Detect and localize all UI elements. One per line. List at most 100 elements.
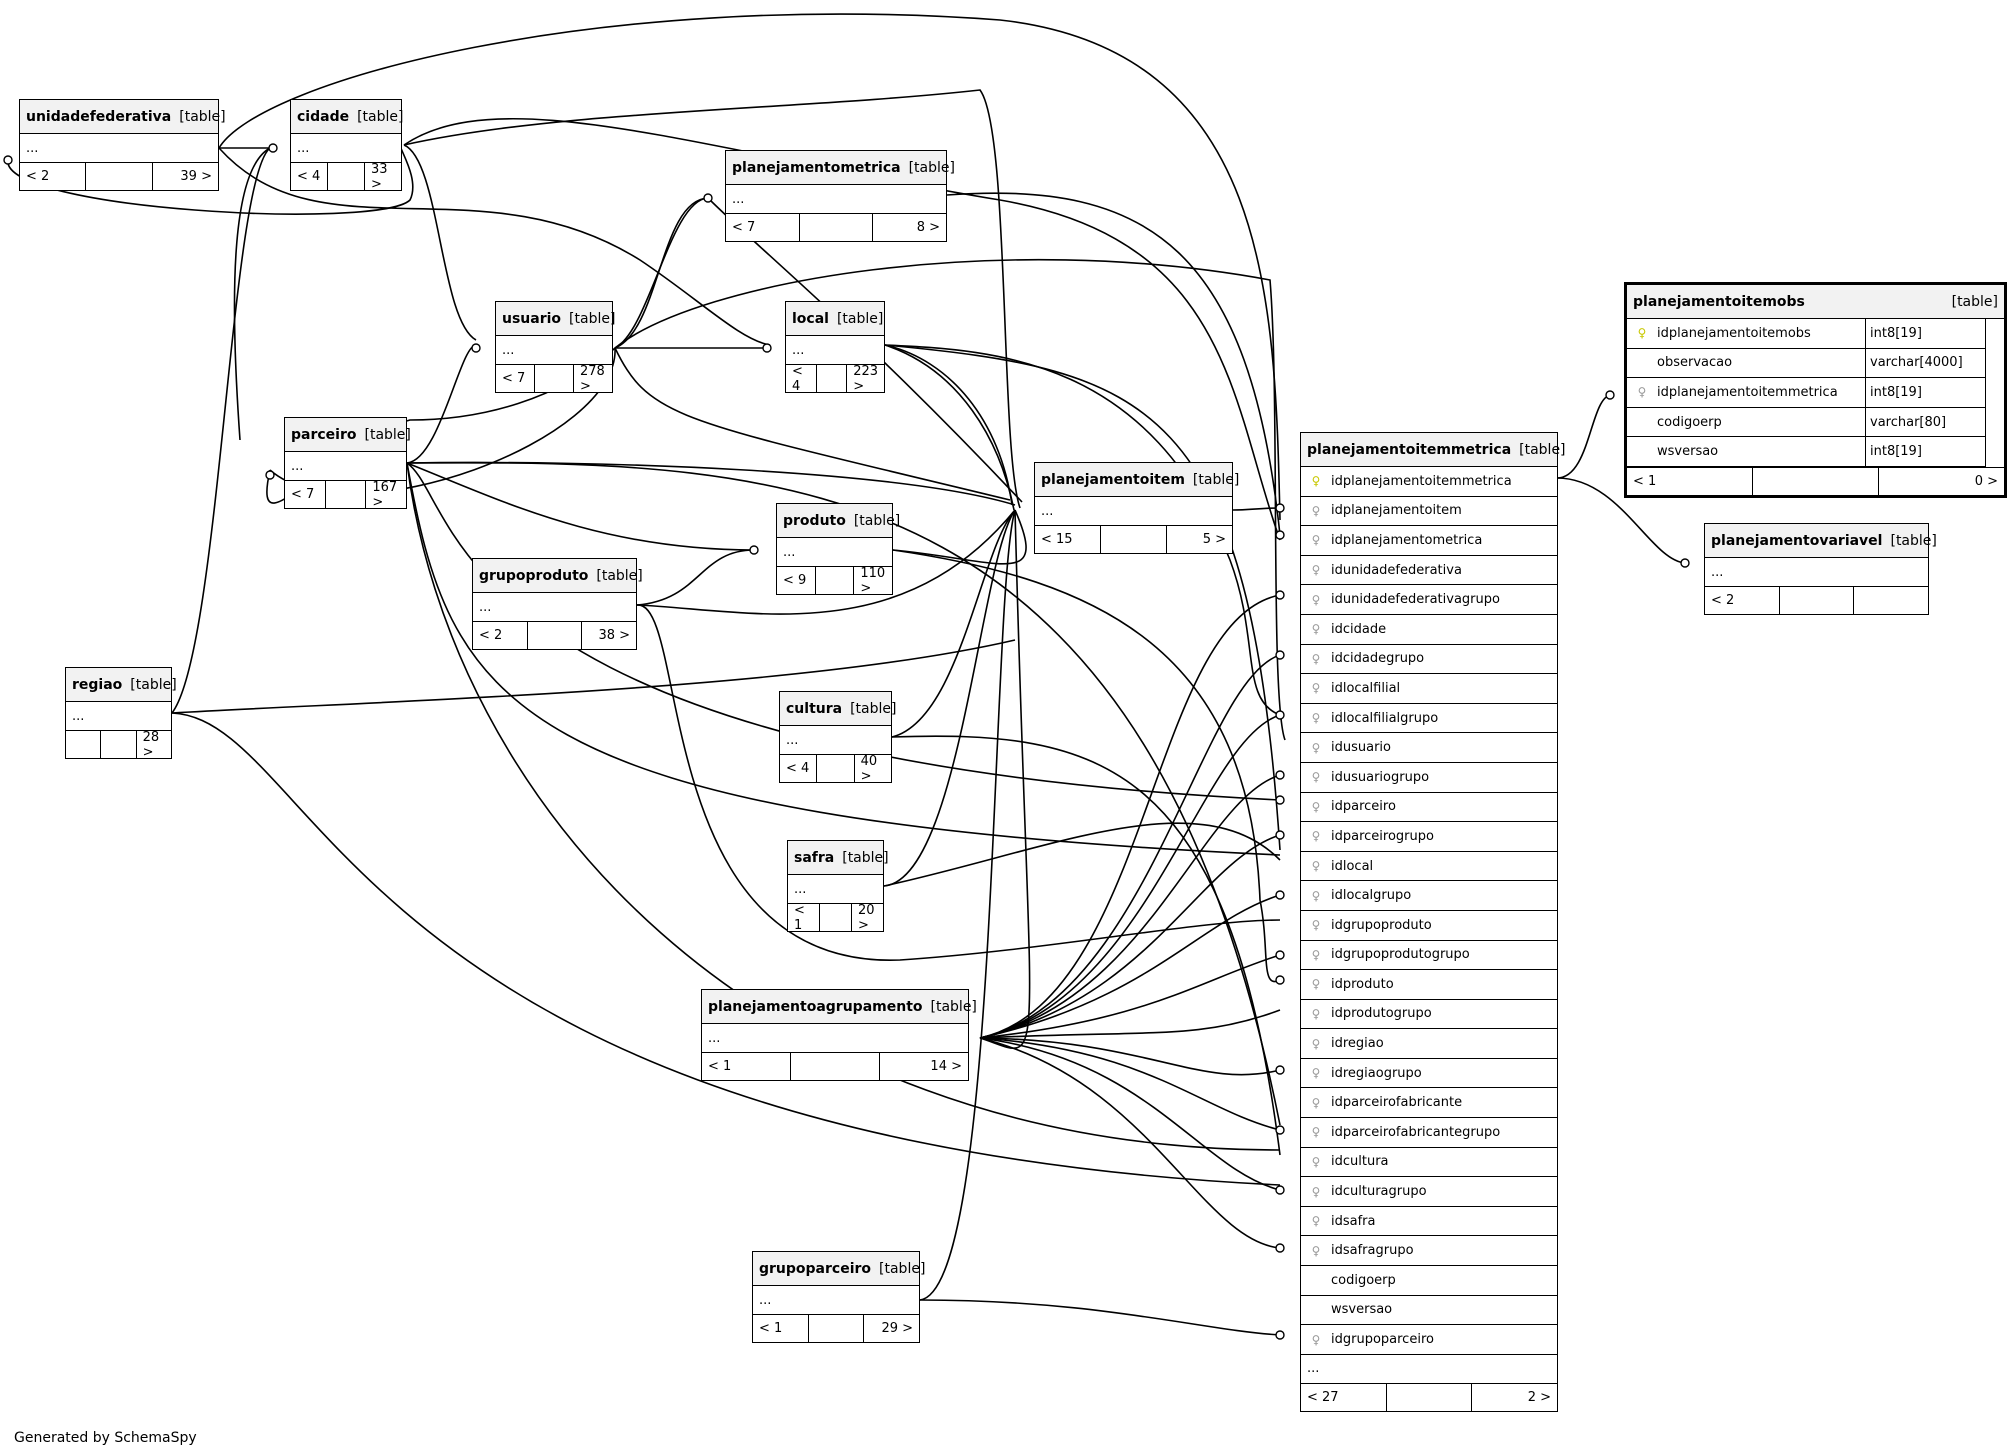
column-row[interactable]: ♀idculturagrupo xyxy=(1301,1177,1557,1207)
column-row[interactable]: ♀idlocalfilial xyxy=(1301,674,1557,704)
children-link[interactable]: 2 > xyxy=(1527,1389,1552,1405)
table-name[interactable]: usuario xyxy=(502,310,562,327)
column-row[interactable]: ♀idcidadegrupo xyxy=(1301,645,1557,675)
parents-link[interactable] xyxy=(66,731,102,758)
table-name[interactable]: unidadefederativa xyxy=(26,108,172,125)
column-row[interactable]: ♀idparceirogrupo xyxy=(1301,822,1557,852)
table-name[interactable]: grupoparceiro xyxy=(759,1260,872,1277)
parents-link[interactable]: < 1 xyxy=(1627,467,1753,495)
column-row[interactable]: ♀idgrupoproduto xyxy=(1301,911,1557,941)
parents-link[interactable]: < 2 xyxy=(473,622,528,649)
column-row[interactable]: ♀idgrupoprodutogrupo xyxy=(1301,941,1557,971)
table-name[interactable]: planejamentoitemmetrica xyxy=(1307,441,1512,458)
children-link[interactable]: 29 > xyxy=(881,1321,914,1336)
parents-link[interactable]: < 1 xyxy=(788,903,820,933)
table-name[interactable]: planejamentoagrupamento xyxy=(708,998,923,1015)
parents-link[interactable]: < 2 xyxy=(1705,587,1780,614)
column-row[interactable]: ♀idplanejamentoitemmetrica xyxy=(1301,467,1557,497)
column-row[interactable]: ♀idparceirofabricante xyxy=(1301,1088,1557,1119)
column-row[interactable]: ♀idsafragrupo xyxy=(1301,1236,1557,1267)
children-link[interactable]: 0 > xyxy=(1974,473,1998,489)
parents-link[interactable]: < 7 xyxy=(726,214,800,241)
column-row[interactable]: ♀idcultura xyxy=(1301,1148,1557,1178)
table-name[interactable]: planejamentovariavel xyxy=(1711,532,1883,549)
parents-link[interactable]: < 9 xyxy=(777,567,816,594)
column-row[interactable]: ♀idregiaogrupo xyxy=(1301,1059,1557,1089)
children-link[interactable]: 167 > xyxy=(372,479,398,510)
parents-link[interactable]: < 1 xyxy=(753,1315,809,1342)
table-name[interactable]: regiao xyxy=(72,676,123,693)
parents-link[interactable]: < 2 xyxy=(20,163,87,190)
parents-link[interactable]: < 27 xyxy=(1301,1383,1387,1411)
parents-link[interactable]: < 4 xyxy=(291,163,328,190)
children-link[interactable]: 39 > xyxy=(180,169,212,184)
children-link[interactable]: 40 > xyxy=(860,753,878,784)
table-name[interactable]: produto xyxy=(783,512,846,529)
children-link[interactable]: 278 > xyxy=(580,363,605,394)
children-link[interactable]: 20 > xyxy=(858,902,875,933)
parents-link[interactable]: < 15 xyxy=(1035,526,1101,553)
column-row[interactable]: ♀idparceiro xyxy=(1301,793,1557,823)
column-row[interactable]: ♀idusuariogrupo xyxy=(1301,763,1557,793)
column-row[interactable]: ♀idplanejamentoitem xyxy=(1301,497,1557,527)
parents-link[interactable]: < 4 xyxy=(786,364,817,394)
column-row[interactable]: ♀idgrupoparceiro xyxy=(1301,1325,1557,1355)
column-row[interactable]: ♀idlocalfilialgrupo xyxy=(1301,704,1557,734)
parents-link[interactable]: < 1 xyxy=(702,1053,791,1080)
column-row[interactable]: ♀idlocalgrupo xyxy=(1301,881,1557,911)
children-link[interactable]: 38 > xyxy=(598,628,631,643)
column-row[interactable]: ♀idproduto xyxy=(1301,970,1557,1000)
column-row[interactable]: codigoerp xyxy=(1301,1266,1557,1296)
table-name[interactable]: parceiro xyxy=(291,426,357,443)
children-link[interactable] xyxy=(1854,587,1928,614)
table-name[interactable]: planejamentoitemobs xyxy=(1633,293,1805,310)
column-row[interactable]: wsversao xyxy=(1301,1296,1557,1326)
table-name[interactable]: safra xyxy=(794,849,835,866)
table-name[interactable]: grupoproduto xyxy=(479,567,589,584)
column-row[interactable]: ♀idunidadefederativa xyxy=(1301,556,1557,586)
column-row[interactable]: ♀idprodutogrupo xyxy=(1301,1000,1557,1030)
children-link[interactable]: 223 > xyxy=(853,363,879,394)
table-name[interactable]: cidade xyxy=(297,108,350,125)
parents-link[interactable]: < 7 xyxy=(285,481,326,508)
children-link[interactable]: 110 > xyxy=(860,565,886,596)
column-row[interactable]: ♀idlocal xyxy=(1301,852,1557,882)
table-planejamentoitemobs[interactable]: planejamentoitemobs[table] ♀idplanejamen… xyxy=(1624,282,2007,498)
column-row[interactable]: ♀idplanejamentometrica xyxy=(1301,526,1557,556)
table-name[interactable]: planejamentometrica xyxy=(732,159,901,176)
table-name[interactable]: cultura xyxy=(786,700,843,717)
table-name[interactable]: local xyxy=(792,310,829,327)
column-row[interactable]: ♀idunidadefederativagrupo xyxy=(1301,585,1557,615)
table-regiao[interactable]: regiao[table] ... 28 > xyxy=(65,667,177,760)
column-row[interactable]: ♀idsafra xyxy=(1301,1207,1557,1237)
table-planejamentovariavel[interactable]: planejamentovariavel[table] ... < 2 xyxy=(1704,523,1937,615)
column-row[interactable]: ♀idregiao xyxy=(1301,1029,1557,1059)
parents-link[interactable]: < 7 xyxy=(496,365,535,392)
column-row[interactable]: ♀idusuario xyxy=(1301,733,1557,763)
table-planejamentoitemmetrica[interactable]: planejamentoitemmetrica[table] ♀idplanej… xyxy=(1300,432,1566,1412)
children-link[interactable]: 14 > xyxy=(930,1059,962,1074)
children-link[interactable]: 5 > xyxy=(1202,532,1226,547)
column-row[interactable]: ♀idcidade xyxy=(1301,615,1557,645)
children-link[interactable]: 8 > xyxy=(916,220,941,235)
children-link[interactable]: 33 > xyxy=(371,161,388,192)
table-name[interactable]: planejamentoitem xyxy=(1041,471,1185,488)
